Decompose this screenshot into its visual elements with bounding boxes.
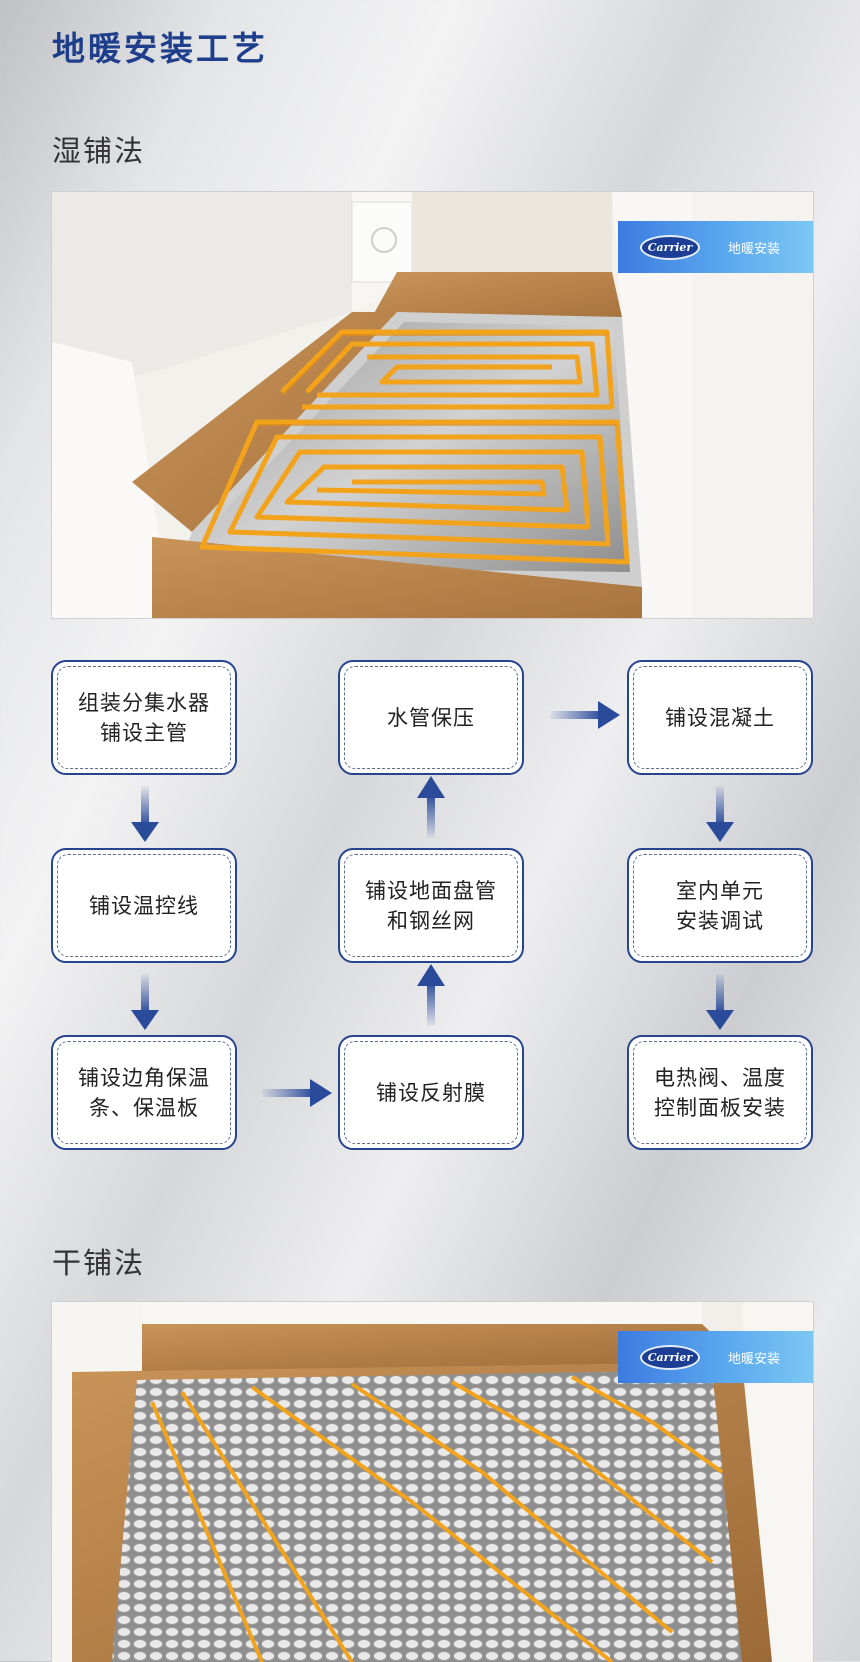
wet-method-title: 湿铺法 [52,134,146,168]
step-lay-concrete: 铺设混凝土 [627,660,813,775]
dry-method-photo: Carrier 地暖安装 [51,1301,814,1662]
brand-badge: Carrier 地暖安装 [618,1331,813,1383]
step-lay-insulation: 铺设边角保温 条、保温板 [51,1035,237,1150]
step-indoor-unit-commissioning: 室内单元 安装调试 [627,848,813,963]
wet-method-photo: Carrier 地暖安装 [51,191,814,619]
carrier-logo: Carrier [640,1344,700,1370]
arrow-right-icon [262,1079,332,1107]
step-install-valve-panel: 电热阀、温度 控制面板安装 [627,1035,813,1150]
step-lay-thermostat-wire: 铺设温控线 [51,848,237,963]
brand-badge-text: 地暖安装 [728,1351,781,1367]
step-lay-reflective-film: 铺设反射膜 [338,1035,524,1150]
heating-pipe-coil [199,329,630,565]
arrow-down-icon [131,786,159,842]
page-title: 地暖安装工艺 [52,29,268,68]
arrow-down-icon [706,786,734,842]
brand-badge-text: 地暖安装 [728,241,781,257]
step-pressure-test: 水管保压 [338,660,524,775]
dry-method-illustration [52,1302,813,1662]
dry-method-title: 干铺法 [52,1246,146,1280]
brand-badge: Carrier 地暖安装 [618,221,813,273]
arrow-down-icon [131,974,159,1030]
step-lay-floor-coil: 铺设地面盘管 和钢丝网 [338,848,524,963]
step-assemble-manifold: 组装分集水器 铺设主管 [51,660,237,775]
arrow-up-icon [417,964,445,1026]
arrow-up-icon [417,776,445,838]
arrow-down-icon [706,974,734,1030]
heating-pipe-lines [150,1375,724,1662]
arrow-right-icon [550,701,620,729]
carrier-logo: Carrier [640,234,700,260]
